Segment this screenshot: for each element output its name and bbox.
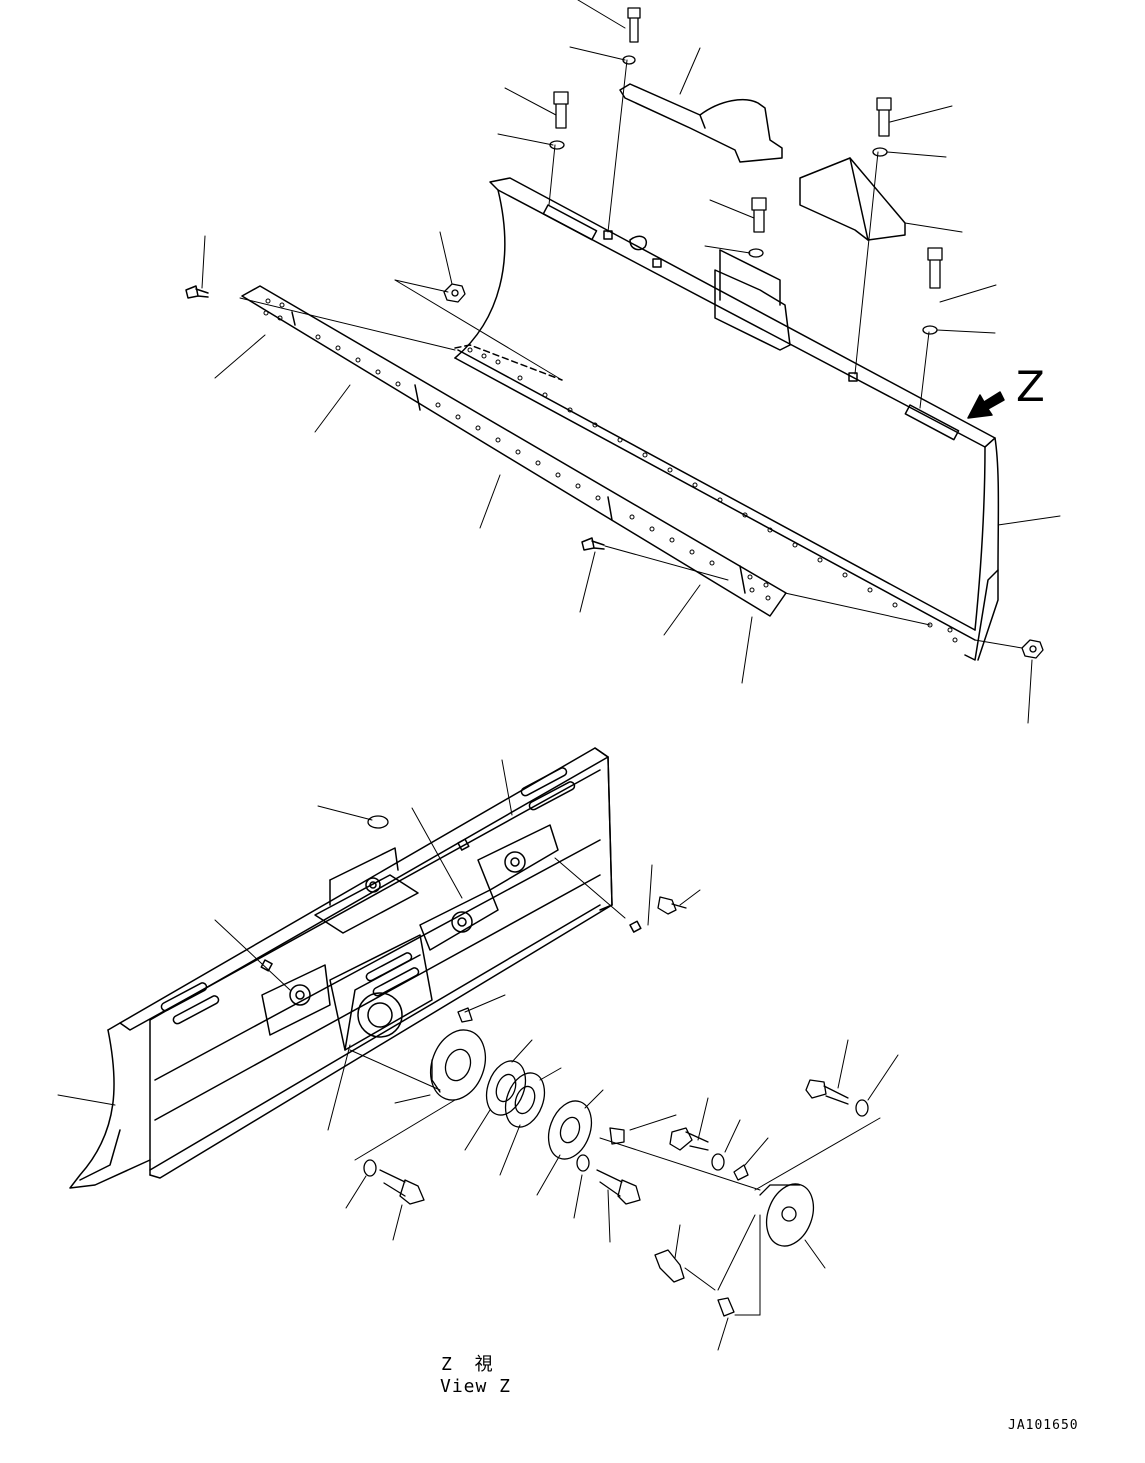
blade-top-edge [489, 177, 996, 448]
bearing-ring [547, 1100, 593, 1160]
cutting-edge [241, 285, 787, 617]
hinge-bracket [477, 824, 559, 891]
view-caption-english: View Z [440, 1376, 512, 1397]
blade-front-assembly [185, 0, 1061, 972]
bolt-icon [379, 896, 849, 1317]
hinge-bracket [261, 964, 331, 1036]
leader-lines [201, 0, 1061, 724]
blade-face-holes [467, 347, 958, 643]
center-bracket [314, 874, 419, 934]
hinge-bracket [419, 889, 499, 951]
view-caption-japanese: Z 視 [441, 1354, 499, 1375]
blade-face [454, 357, 976, 641]
rear-blade-body [119, 769, 601, 1031]
washer-icon [363, 815, 869, 1177]
top-slot [520, 767, 568, 797]
trunnion-plate [329, 934, 433, 1051]
top-bracket-left [542, 204, 598, 241]
drawing-number: JA101650 [1008, 1418, 1079, 1433]
blade-left-curve [454, 189, 506, 359]
guard-left [619, 83, 783, 163]
center-bracket [714, 269, 791, 351]
nut-icon [443, 283, 1044, 659]
blade-rear-assembly [57, 747, 899, 1351]
bolt-icon [581, 537, 605, 551]
bolt-icon [553, 7, 943, 289]
leader-lines [57, 759, 899, 1351]
cutting-edge-holes [263, 298, 771, 601]
view-arrow-icon [967, 391, 1005, 419]
guard-right [799, 157, 906, 241]
top-bracket-right [904, 404, 960, 441]
cap-plate [759, 1183, 815, 1247]
bolt-icon [185, 285, 209, 299]
shim-plate [485, 1060, 546, 1128]
flange-plate [429, 1029, 487, 1101]
view-marker-label: Z [1016, 362, 1045, 411]
